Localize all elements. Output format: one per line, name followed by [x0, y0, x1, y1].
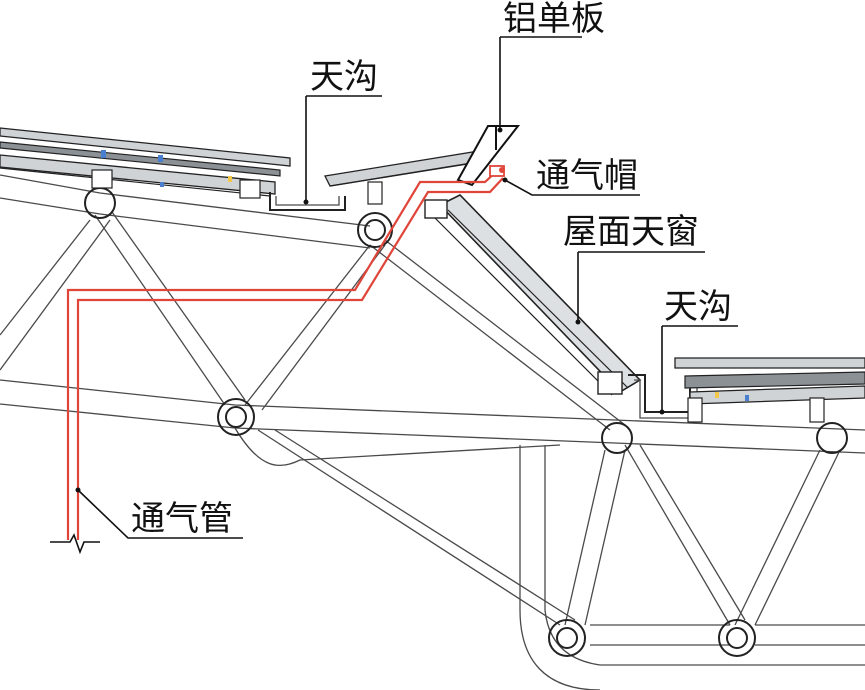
label-vent-pipe: 通气管: [131, 499, 233, 539]
aluminum-ridge-cap: [456, 125, 521, 187]
vent-cap: [489, 165, 505, 177]
left-gutter: [269, 192, 346, 211]
label-vent-cap: 通气帽: [536, 156, 638, 196]
leader-lines: [75, 36, 738, 539]
left-roof-panels: [0, 127, 291, 199]
space-truss: [0, 174, 865, 690]
label-gutter-left: 天沟: [310, 57, 378, 97]
label-aluminum-panel: 铝单板: [503, 0, 605, 39]
vent-pipe: [50, 169, 504, 555]
middle-roof-panel: [324, 149, 491, 205]
label-gutter-right: 天沟: [664, 287, 732, 327]
right-roof-panels: [674, 357, 865, 423]
label-roof-skylight: 屋面天窗: [563, 212, 699, 252]
